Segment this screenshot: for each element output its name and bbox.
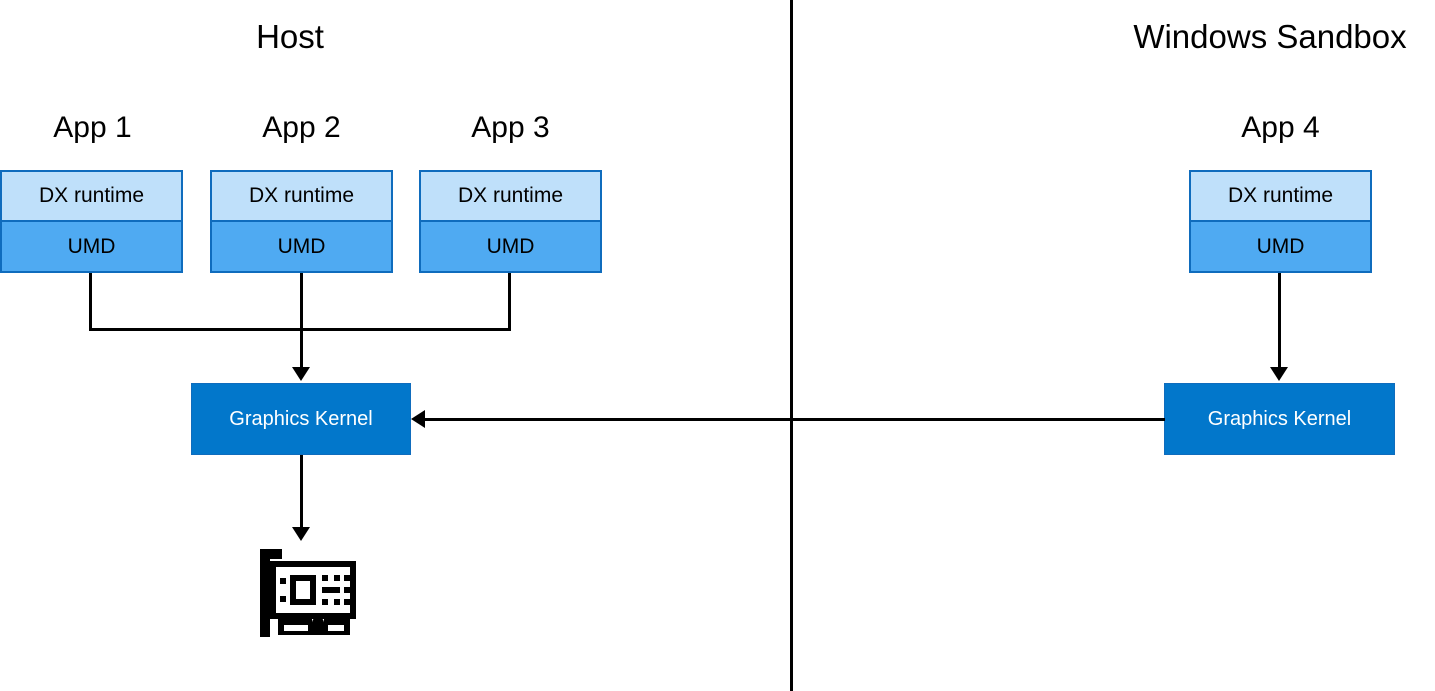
- app-3-umd-cell: UMD: [421, 222, 600, 271]
- region-title-windows-sandbox: Windows Sandbox: [1133, 18, 1407, 55]
- host-sandbox-divider: [790, 0, 793, 691]
- app-label-1: App 1: [53, 111, 132, 144]
- graphics-kernel-host[interactable]: Graphics Kernel: [191, 383, 411, 455]
- connector-kernel-to-gpu: [300, 455, 303, 529]
- app-stack-2[interactable]: DX runtime UMD: [210, 170, 393, 273]
- arrowhead-into-gpu: [292, 527, 310, 541]
- app-stack-1[interactable]: DX runtime UMD: [0, 170, 183, 273]
- app-4-umd-cell: UMD: [1191, 222, 1370, 271]
- arrowhead-into-host-kernel: [292, 367, 310, 381]
- app-1-dx-runtime-cell: DX runtime: [2, 172, 181, 222]
- app-label-4: App 4: [1241, 111, 1320, 144]
- app-label-3: App 3: [471, 111, 550, 144]
- connector-app4-trunk: [1278, 273, 1281, 369]
- connector-app3-horizontal: [299, 328, 511, 331]
- graphics-card-icon: [252, 545, 362, 650]
- connector-app1-horizontal: [89, 328, 303, 331]
- connector-sandbox-to-host-kernel: [425, 418, 1165, 421]
- app-4-dx-runtime-cell: DX runtime: [1191, 172, 1370, 222]
- app-2-dx-runtime-cell: DX runtime: [212, 172, 391, 222]
- app-stack-3[interactable]: DX runtime UMD: [419, 170, 602, 273]
- connector-app2-trunk: [300, 273, 303, 369]
- app-label-2: App 2: [262, 111, 341, 144]
- app-3-dx-runtime-cell: DX runtime: [421, 172, 600, 222]
- region-title-host: Host: [256, 18, 324, 55]
- arrowhead-into-sandbox-kernel: [1270, 367, 1288, 381]
- app-2-umd-cell: UMD: [212, 222, 391, 271]
- arrowhead-into-host-kernel-from-sandbox: [411, 410, 425, 428]
- app-stack-4[interactable]: DX runtime UMD: [1189, 170, 1372, 273]
- graphics-kernel-sandbox[interactable]: Graphics Kernel: [1164, 383, 1395, 455]
- connector-app3-vertical: [508, 273, 511, 331]
- connector-app1-vertical: [89, 273, 92, 331]
- app-1-umd-cell: UMD: [2, 222, 181, 271]
